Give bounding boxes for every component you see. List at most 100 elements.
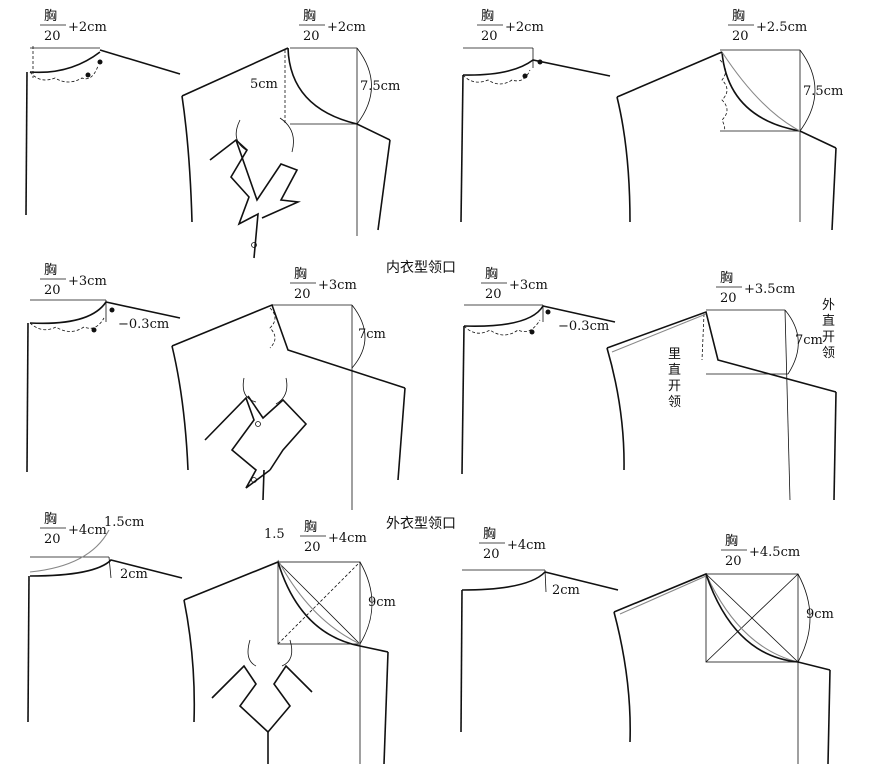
center-front-line: [460, 589, 463, 733]
center-front-line: [460, 74, 464, 223]
marker-dot: [545, 309, 551, 315]
panel-4: 胸 20 +2.5cm 7.5cm: [616, 9, 843, 231]
alt-neckline: [29, 529, 110, 573]
construction-box: [277, 561, 361, 645]
shoulder-line: [99, 49, 181, 75]
center-front-line: [27, 575, 30, 723]
fraction-label: 胸 20 +2cm: [477, 9, 544, 44]
fraction-numerator: 胸: [732, 9, 745, 24]
dashed-diagonal: [277, 561, 361, 645]
fraction-label: 胸 20 +4cm: [300, 520, 367, 555]
width-addition: +3cm: [509, 278, 548, 293]
scallop-line: [719, 59, 728, 132]
fraction-numerator: 胸: [483, 527, 496, 542]
offset-measure: 1.5: [264, 527, 285, 542]
neckline-curve: [287, 47, 391, 141]
width-addition: +4.5cm: [749, 545, 800, 560]
fraction-label: 胸 20 +3cm: [40, 263, 107, 298]
width-addition: +2cm: [68, 20, 107, 35]
depth-measure: 2cm: [552, 583, 580, 598]
fraction-denominator: 20: [44, 532, 61, 547]
marker-dot: [85, 72, 91, 78]
scallop-line: [269, 307, 276, 349]
dashed-guide: [701, 313, 705, 361]
marker-dot: [109, 307, 115, 313]
v-char: 直: [822, 314, 835, 329]
v-char: 开: [822, 330, 835, 345]
panel-5: 胸 20 +3cm −0.3cm: [26, 263, 181, 473]
depth-arc: [797, 573, 811, 663]
fraction-denominator: 20: [483, 547, 500, 562]
fraction-label: 胸 20 +4.5cm: [721, 534, 800, 569]
neckline-curve: [721, 51, 837, 149]
panel-12: 胸 20 +4.5cm 9cm: [613, 534, 834, 765]
fraction-numerator: 胸: [44, 9, 57, 24]
depth-measure: 9cm: [368, 595, 396, 610]
fraction-label: 胸 20 +3cm: [481, 267, 548, 302]
fraction-numerator: 胸: [485, 267, 498, 282]
offset-measure: −0.3cm: [118, 317, 169, 332]
fraction-numerator: 胸: [303, 9, 316, 24]
armhole-line: [606, 347, 625, 471]
depth-arc: [351, 304, 366, 369]
panel-10: 1.5 胸 20 +4cm 9cm: [183, 520, 396, 765]
neckline-shoulder: [461, 571, 619, 591]
width-addition: +3cm: [318, 278, 357, 293]
depth-measure: 9cm: [806, 607, 834, 622]
panel-6: 胸 20 +3cm 7cm: [171, 267, 406, 510]
side-line: [833, 391, 837, 501]
vertical-label-outer: 外 直 开 领: [822, 298, 835, 361]
armhole-line: [181, 95, 193, 223]
fraction-numerator: 胸: [304, 520, 317, 535]
depth-measure: 2cm: [120, 567, 148, 582]
panel-8: 胸 20 +3.5cm 7cm 外 直 开 领 里 直 开 领: [606, 271, 837, 501]
alt-neckline: [277, 559, 361, 645]
side-line: [397, 387, 406, 481]
center-front-line: [461, 325, 465, 475]
alt-neckline: [705, 573, 799, 663]
alt-neckline: [721, 51, 801, 132]
fraction-denominator: 20: [481, 29, 498, 44]
construction-box: [705, 573, 799, 663]
center-line: [784, 309, 791, 501]
fraction-numerator: 胸: [481, 9, 494, 24]
armhole-line: [616, 96, 631, 223]
fraction-numerator: 胸: [44, 512, 57, 527]
scallop-line: [462, 69, 531, 85]
panel-3: 胸 20 +2cm: [460, 9, 611, 223]
alt-shoulder: [619, 575, 707, 615]
v-char: 领: [822, 346, 835, 361]
side-line: [831, 147, 837, 231]
depth-measure: 7.5cm: [803, 84, 843, 99]
offset-measure: −0.3cm: [558, 319, 609, 334]
height-measure: 1.5cm: [104, 515, 144, 530]
width-addition: +2.5cm: [756, 20, 807, 35]
neckline-curve: [29, 51, 101, 74]
panel-2: 胸 20 +2cm 7.5cm 5cm: [181, 9, 400, 259]
width-addition: +2cm: [327, 20, 366, 35]
collar-sketch: [204, 377, 308, 501]
fraction-numerator: 胸: [725, 534, 738, 549]
fraction-denominator: 20: [720, 291, 737, 306]
fraction-denominator: 20: [294, 287, 311, 302]
panel-1: 胸 20 +2cm: [25, 9, 181, 216]
width-addition: +4cm: [68, 523, 107, 538]
depth-arc: [784, 309, 799, 375]
depth-arc: [359, 561, 373, 645]
fraction-numerator: 胸: [294, 267, 307, 282]
v-char: 直: [668, 363, 681, 378]
width-addition: +3cm: [68, 274, 107, 289]
panel-7: 胸 20 +3cm −0.3cm: [461, 267, 616, 475]
fraction-denominator: 20: [303, 29, 320, 44]
neckline-shoulder: [606, 310, 837, 393]
neckline-shoulder: [183, 560, 389, 653]
fraction-label: 胸 20 +2cm: [40, 9, 107, 44]
neckline-shoulder: [613, 572, 831, 671]
center-front-line: [25, 71, 28, 216]
width-addition: +3.5cm: [744, 282, 795, 297]
fraction-denominator: 20: [304, 540, 321, 555]
collar-sketch: [211, 639, 313, 764]
side-line: [383, 651, 389, 765]
neckline-shoulder: [29, 559, 183, 579]
panel-9: 胸 20 +4cm 1.5cm 2cm: [27, 512, 183, 723]
